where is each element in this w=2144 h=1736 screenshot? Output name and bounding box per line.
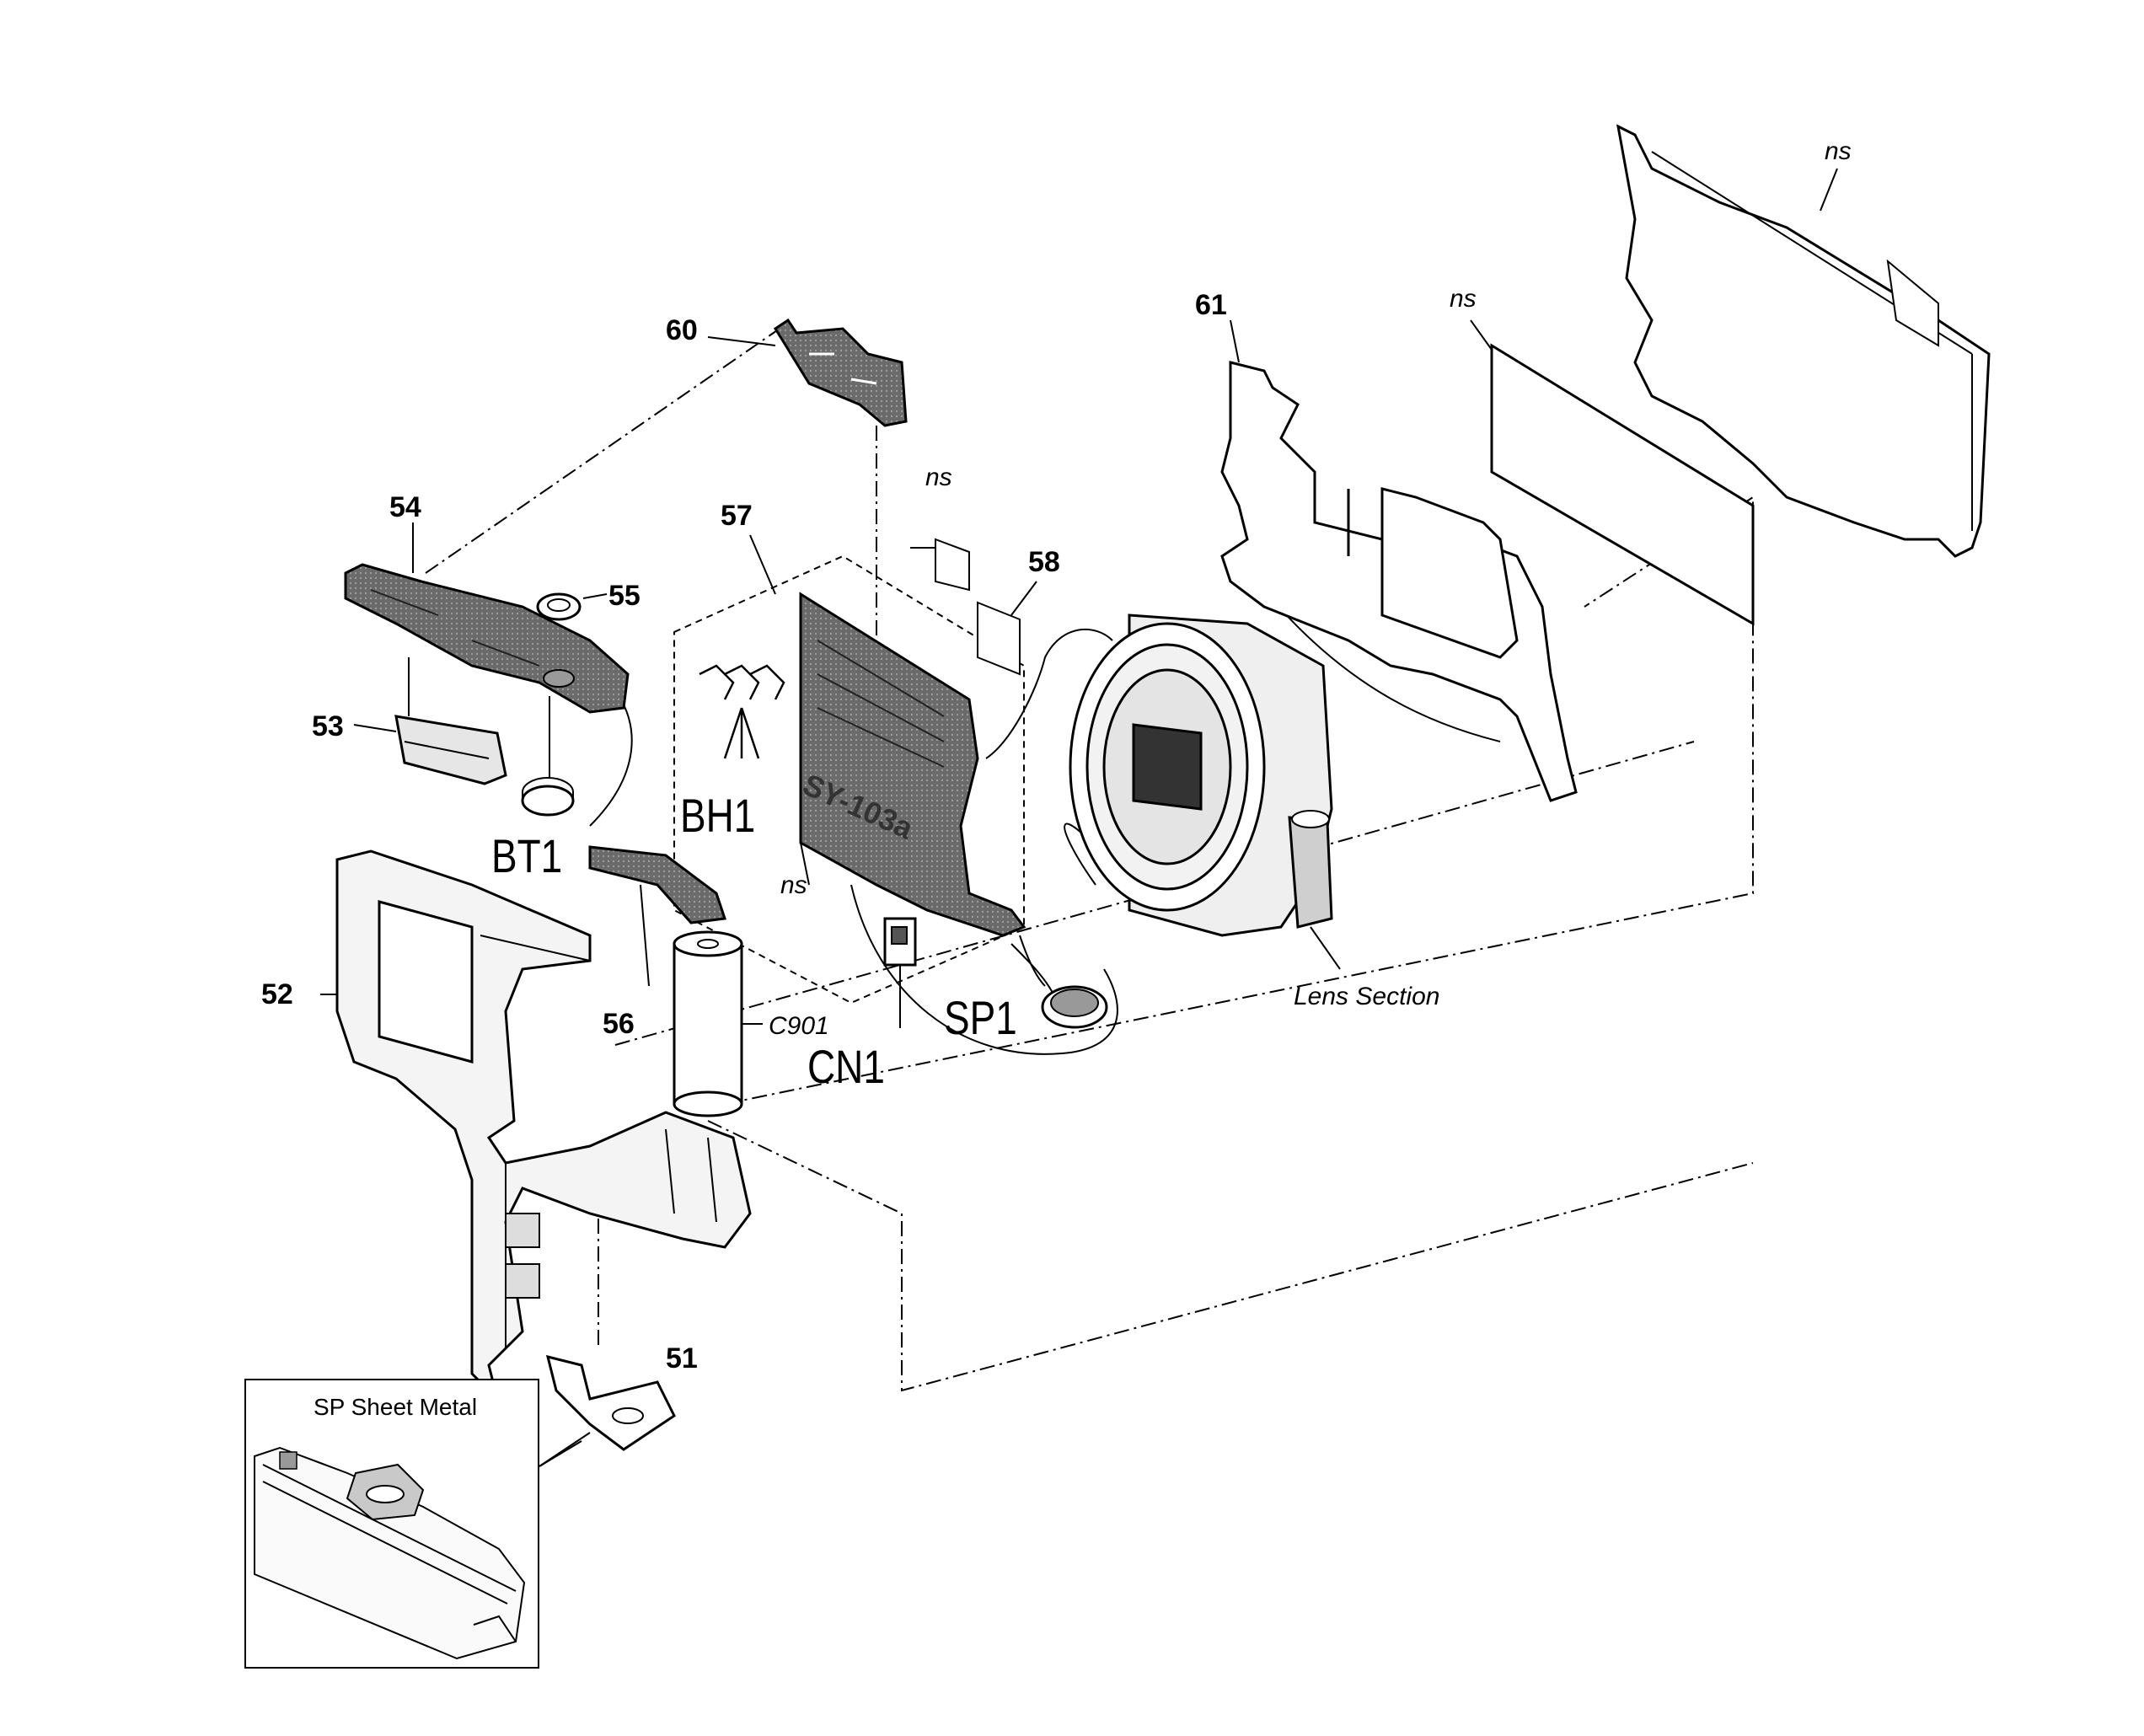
bh1-battery-holder-contacts	[699, 664, 785, 759]
ns-pad-small	[935, 538, 970, 592]
c901-capacitor	[673, 930, 763, 1117]
label-part-51: 51	[666, 1342, 698, 1374]
label-part-53: 53	[312, 710, 344, 742]
part-51-sp-sheet-metal	[539, 1354, 676, 1467]
label-part-55: 55	[608, 580, 641, 612]
part-53-switch	[394, 657, 507, 785]
ns-rear-frame	[1616, 124, 1991, 558]
sp1-speaker	[1019, 935, 1108, 1029]
part-61-flex	[1220, 361, 1578, 802]
part-56-flex	[588, 845, 727, 987]
label-bh1: BH1	[680, 789, 756, 842]
inset-detail-drawing	[254, 1446, 526, 1660]
leader-lines	[320, 168, 1838, 995]
label-c901: C901	[769, 1012, 829, 1040]
part-60-bracket	[773, 318, 908, 427]
inset-title: SP Sheet Metal	[314, 1394, 478, 1420]
part-55-ring	[536, 592, 582, 688]
label-ns-pad: ns	[925, 463, 952, 491]
part-58-pad	[977, 601, 1021, 676]
label-cn1: CN1	[807, 1040, 885, 1093]
ns-sheet-large	[1470, 319, 1755, 626]
label-part-57: 57	[721, 500, 753, 532]
bt1-coin-battery	[521, 696, 575, 817]
inset-sp-sheet-metal: SP Sheet Metal	[244, 1379, 539, 1669]
label-bt1: BT1	[491, 829, 563, 882]
label-part-61: 61	[1195, 289, 1227, 321]
label-part-56: 56	[603, 1008, 635, 1040]
label-lens-section: Lens Section	[1294, 983, 1440, 1010]
label-sp1: SP1	[944, 991, 1017, 1044]
part-52-main-frame	[335, 849, 752, 1403]
label-ns-rear-frame: ns	[1825, 137, 1852, 165]
label-ns-board: ns	[780, 871, 807, 899]
label-ns-sheet: ns	[1450, 285, 1477, 313]
part-57-main-board: SY-103a	[798, 592, 1026, 937]
lens-section	[1069, 613, 1341, 970]
label-part-52: 52	[261, 978, 293, 1010]
cn1-connector	[883, 917, 917, 1028]
label-part-54: 54	[389, 491, 421, 523]
label-part-60: 60	[666, 314, 698, 346]
label-part-58: 58	[1028, 546, 1060, 578]
